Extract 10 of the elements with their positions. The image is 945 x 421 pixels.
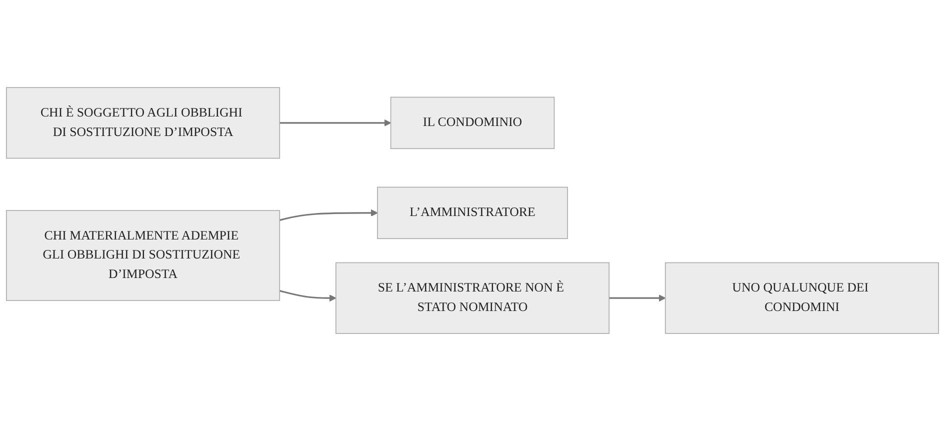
node-box: UNO QUALUNQUE DEI CONDOMINI <box>664 262 939 334</box>
node-box: SE L’AMMINISTRATORE NON È STATO NOMINATO <box>336 262 610 334</box>
arrow <box>280 119 392 126</box>
node-box: CHI MATERIALMENTE ADEMPIE GLI OBBLIGHI DI SOSTITUZIONE D’IMPOSTA <box>6 210 280 301</box>
node-box: L’AMMINISTRATORE <box>377 186 568 240</box>
arrow <box>279 290 336 302</box>
node-box: IL CONDOMINIO <box>390 96 555 150</box>
arrow <box>609 294 666 302</box>
node-box: CHI È SOGGETTO AGLI OBBLIGHI DI SOSTITUZIONE D’IMPOSTA <box>6 87 280 159</box>
arrow <box>279 209 378 221</box>
